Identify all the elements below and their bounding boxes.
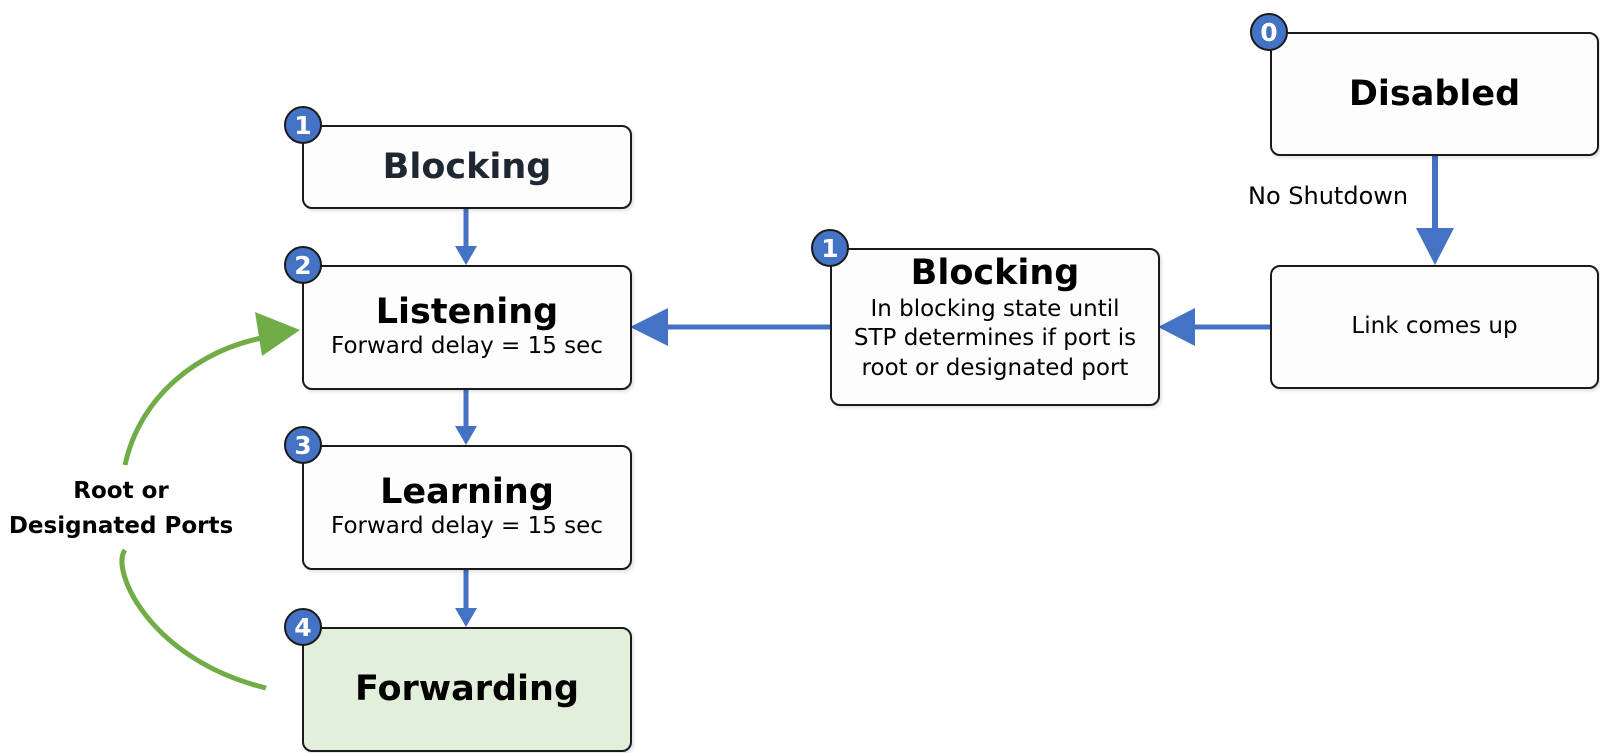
forward-delay-text: Forward delay = 15 sec xyxy=(331,512,603,539)
state-title: Listening xyxy=(375,292,559,333)
forward-delay-text: Forward delay = 15 sec xyxy=(331,332,603,359)
arrow-link-to-blocking-detail xyxy=(1158,308,1270,346)
state-blocking-detail: Blocking In blocking state until STP det… xyxy=(830,248,1160,406)
no-shutdown-label: No Shutdown xyxy=(1248,182,1409,210)
arrow-forwarding-to-listening-loop xyxy=(119,312,300,691)
root-label-line-1: Root or xyxy=(73,478,169,504)
state-blocking: Blocking xyxy=(302,125,632,209)
state-title: Blocking xyxy=(382,146,552,187)
arrow-listening-to-learning xyxy=(455,389,477,445)
arrow-learning-to-forwarding xyxy=(455,570,477,627)
state-title: Blocking xyxy=(910,253,1080,293)
root-label-line-2: Designated Ports xyxy=(8,512,234,539)
step-badge-1: 1 xyxy=(284,106,322,144)
state-disabled: Disabled xyxy=(1270,32,1599,156)
step-badge-0: 0 xyxy=(1250,13,1288,51)
step-badge-2: 2 xyxy=(284,246,322,284)
arrow-disabled-to-link xyxy=(1416,155,1454,265)
state-title: Disabled xyxy=(1348,73,1521,114)
step-badge-3: 3 xyxy=(284,426,322,464)
state-title: Forwarding xyxy=(354,669,580,710)
step-badge-1-detail: 1 xyxy=(811,229,849,267)
step-badge-4: 4 xyxy=(284,608,322,646)
state-learning: Learning Forward delay = 15 sec xyxy=(302,445,632,570)
blocking-detail-line-3: root or designated port xyxy=(861,355,1129,382)
arrow-blocking-detail-to-listening xyxy=(630,308,830,346)
link-comes-up-text: Link comes up xyxy=(1351,313,1518,340)
root-designated-ports-label: Root or Designated Ports xyxy=(8,474,234,543)
blocking-detail-line-1: In blocking state until xyxy=(870,295,1120,322)
state-listening: Listening Forward delay = 15 sec xyxy=(302,265,632,390)
state-forwarding: Forwarding xyxy=(302,627,632,752)
state-link-comes-up: Link comes up xyxy=(1270,265,1599,389)
state-title: Learning xyxy=(380,472,554,513)
arrow-blocking-to-listening xyxy=(455,208,477,265)
blocking-detail-line-2: STP determines if port is xyxy=(853,325,1137,352)
